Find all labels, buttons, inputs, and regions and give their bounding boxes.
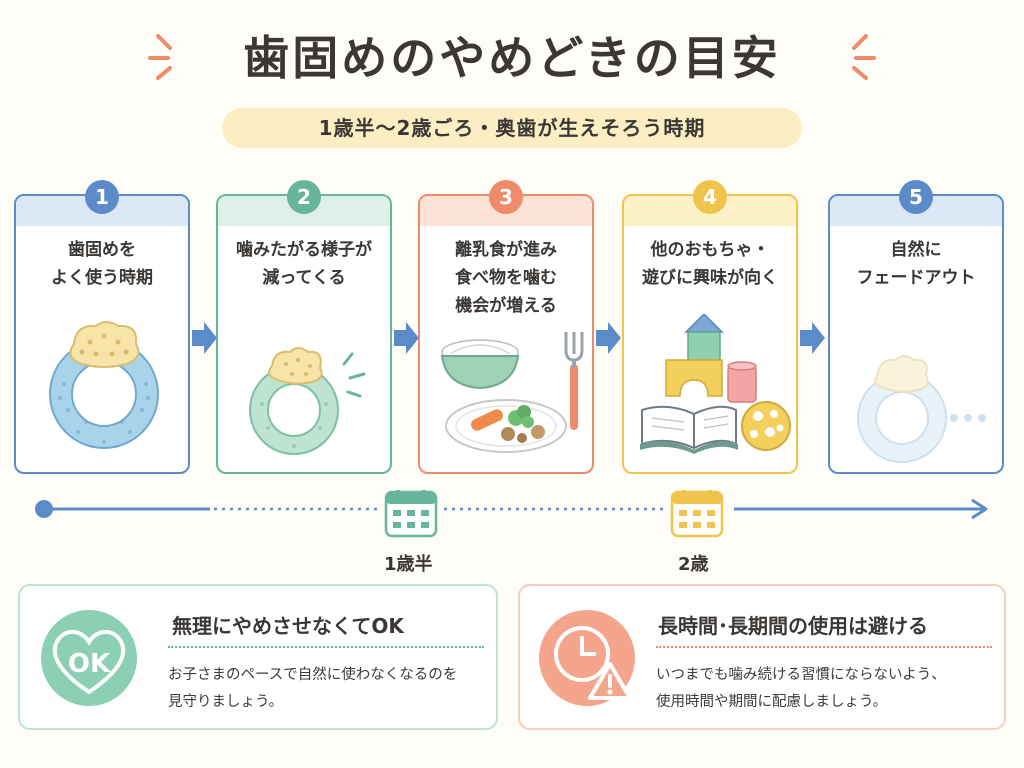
ellipsis-icon — [950, 414, 958, 422]
rice-bowl-icon — [440, 339, 520, 390]
calendar-icon — [384, 490, 438, 538]
note-warn-title: 長時間･長期間の使用は避ける — [658, 614, 928, 638]
calendar-icon — [670, 490, 724, 538]
step-label: 自然に フェードアウト — [856, 240, 976, 288]
meal-illustration — [440, 332, 584, 453]
meal-plate-icon — [445, 399, 567, 453]
teether-icon — [49, 321, 159, 449]
step-number: 2 — [287, 180, 321, 214]
step-label: 離乳食が進み 食べ物を噛む 機会が増える — [455, 240, 557, 316]
step-number: 4 — [693, 180, 727, 214]
blocks-icon — [665, 314, 757, 403]
timeline-label-2: 2歳 — [678, 554, 709, 575]
timeline-label-1: 1歳半 — [384, 554, 433, 575]
arrow-right-icon — [394, 322, 419, 354]
note-warn-divider — [656, 646, 992, 648]
step-label: 他のおもちゃ・ 遊びに興味が向く — [642, 240, 778, 288]
page-title: 歯固めのやめどきの目安 — [243, 31, 781, 85]
step-number: 1 — [85, 180, 119, 214]
note-warn-body: いつまでも噛み続ける習慣にならないよう、 使用時間や期間に配慮しましょう。 — [656, 667, 946, 710]
step-number: 5 — [899, 180, 933, 214]
note-ok-title: 無理にやめさせなくてOK — [172, 614, 404, 638]
arrow-right-icon — [596, 322, 621, 354]
sparkle-right-icon — [852, 34, 876, 80]
ok-icon-text: OK — [68, 649, 111, 679]
clock-icon — [554, 626, 610, 682]
arrow-right-icon — [800, 322, 825, 354]
step-card-2: 2 噛みたがる様子が 減ってくる — [216, 180, 392, 474]
toys-illustration — [640, 314, 791, 454]
note-ok-divider — [168, 646, 484, 648]
note-warn: 長時間･長期間の使用は避ける いつまでも噛み続ける習慣にならないよう、 使用時間… — [518, 584, 1006, 730]
age-timeline — [35, 490, 988, 538]
step-label: 噛みたがる様子が 減ってくる — [236, 240, 372, 288]
step-card-4: 4 他のおもちゃ・ 遊びに興味が向く — [622, 180, 798, 474]
note-ok-body: お子さまのペースで自然に使わなくなるのを 見守りましょう。 — [168, 667, 458, 710]
step-number: 3 — [489, 180, 523, 214]
heart-ok-icon: OK — [41, 610, 137, 706]
step-label: 歯固めを よく使う時期 — [51, 240, 153, 288]
arrow-right-icon — [192, 322, 217, 354]
book-icon — [640, 405, 738, 454]
fork-icon — [564, 332, 584, 430]
clock-warning-icon — [539, 610, 635, 706]
step-card-5: 5 自然に フェードアウト — [828, 180, 1004, 474]
warning-icon — [588, 662, 632, 700]
sparkle-left-icon — [148, 34, 172, 80]
fading-teether-icon — [857, 355, 986, 463]
ball-icon — [741, 401, 791, 451]
step-card-3: 3 離乳食が進み 食べ物を噛む 機会が増える — [418, 180, 594, 474]
step-card-1: 1 歯固めを よく使う時期 — [14, 180, 190, 474]
note-ok: OK 無理にやめさせなくてOK お子さまのペースで自然に使わなくなるのを 見守り… — [18, 584, 498, 730]
subtitle-banner: 1歳半〜2歳ごろ・奥歯が生えそろう時期 — [222, 108, 802, 148]
teether-icon — [249, 347, 366, 455]
